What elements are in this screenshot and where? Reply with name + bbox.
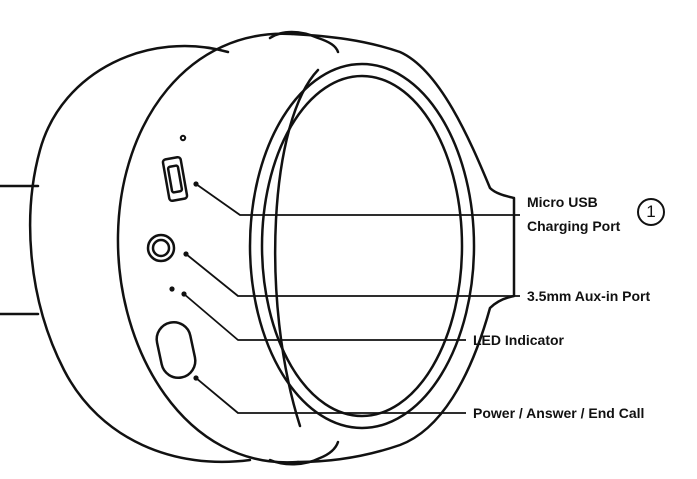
- inner-ring-ledge: [273, 68, 320, 428]
- label-power: Power / Answer / End Call: [473, 405, 645, 421]
- led-dot-left: [169, 286, 175, 292]
- label-aux-in: 3.5mm Aux-in Port: [527, 288, 651, 304]
- power-button-icon: [155, 320, 197, 380]
- label-led: LED Indicator: [473, 332, 565, 348]
- earcup-outer-band: [116, 32, 300, 464]
- callout-number-badge: 1: [637, 198, 665, 226]
- label-micro-usb-line1: Micro USB: [527, 194, 598, 210]
- leader-led: [183, 293, 466, 341]
- leader-power: [195, 377, 466, 414]
- micro-usb-port-icon: [161, 155, 189, 203]
- leader-usb: [195, 183, 520, 216]
- outer-ring-bottom-tab: [268, 440, 340, 466]
- earcup-cushion-inner: [260, 74, 464, 418]
- earcup-back-shell: [28, 44, 252, 464]
- outer-ring-yoke: [290, 32, 516, 464]
- leader-aux: [185, 253, 520, 297]
- aux-in-port-icon: [146, 233, 176, 263]
- mic-hole-icon: [179, 134, 187, 142]
- label-micro-usb-line2: Charging Port: [527, 218, 621, 234]
- outer-ring-top-tab: [268, 30, 340, 54]
- earcup-cushion: [248, 62, 476, 430]
